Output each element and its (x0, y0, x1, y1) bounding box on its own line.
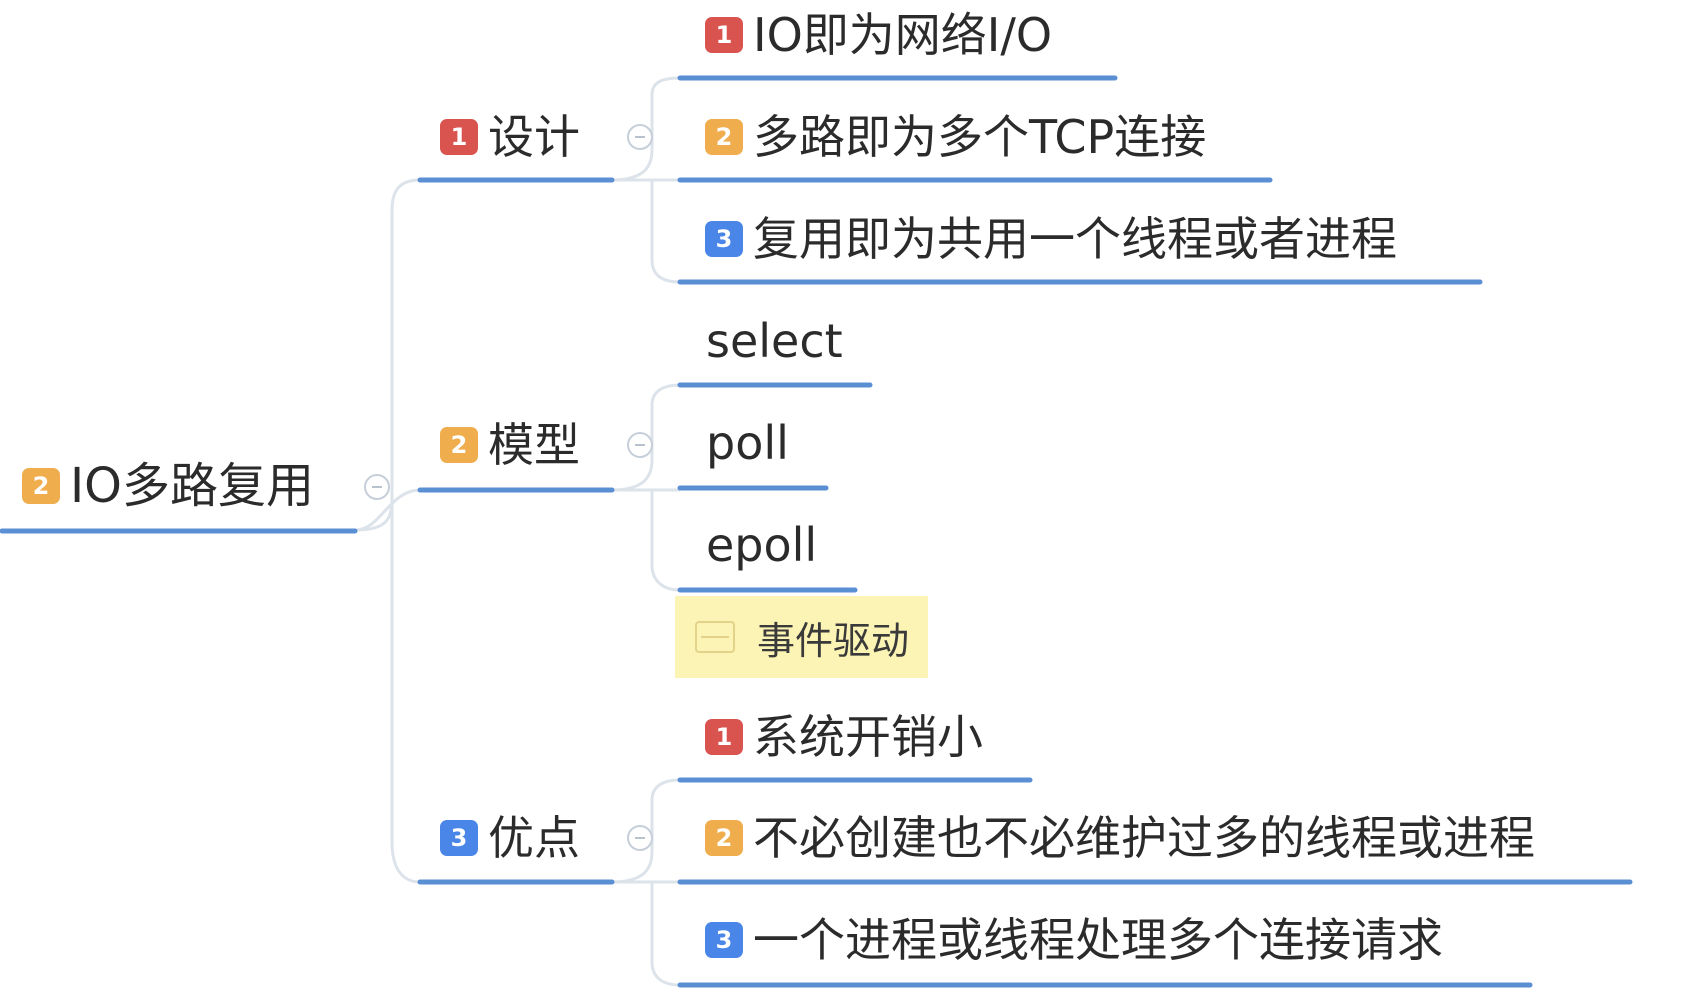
priority-badge: 2 (705, 119, 743, 155)
note-event-driven[interactable]: 事件驱动 (675, 596, 928, 678)
node-underlines (0, 75, 1633, 988)
topic-label: 复用即为共用一个线程或者进程 (753, 212, 1397, 266)
priority-badge: 2 (440, 427, 478, 463)
priority-badge: 2 (705, 820, 743, 856)
note-icon (695, 621, 735, 653)
connector-root-trunk (355, 178, 421, 884)
priority-badge: 1 (705, 17, 743, 53)
topic-label: 系统开销小 (753, 710, 983, 764)
priority-badge: 1 (440, 119, 478, 155)
connector-branch-advantages (611, 778, 681, 987)
collapse-icon[interactable] (627, 825, 653, 851)
branch-label: 优点 (488, 811, 580, 865)
branch-model[interactable]: 2 模型 (440, 422, 580, 468)
model-item-epoll[interactable]: epoll (706, 522, 817, 568)
collapse-icon[interactable] (627, 432, 653, 458)
design-item-3[interactable]: 3 复用即为共用一个线程或者进程 (705, 216, 1397, 262)
branch-design[interactable]: 1 设计 (440, 114, 580, 160)
connector-branch-model (611, 383, 681, 592)
note-text: 事件驱动 (757, 618, 910, 663)
model-item-select[interactable]: select (706, 318, 843, 364)
topic-label: epoll (706, 518, 818, 572)
priority-badge: 3 (705, 922, 743, 958)
priority-badge: 3 (440, 820, 478, 856)
topic-label: IO即为网络I/O (753, 8, 1053, 62)
advantage-item-3[interactable]: 3 一个进程或线程处理多个连接请求 (705, 917, 1443, 963)
priority-badge: 2 (22, 468, 60, 504)
collapse-icon[interactable] (364, 474, 390, 500)
topic-label: 多路即为多个TCP连接 (753, 110, 1207, 164)
priority-badge: 1 (705, 719, 743, 755)
topic-label: 不必创建也不必维护过多的线程或进程 (753, 811, 1535, 865)
model-item-poll[interactable]: poll (706, 420, 789, 466)
branch-label: 模型 (488, 418, 580, 472)
priority-badge: 3 (705, 221, 743, 257)
collapse-icon[interactable] (627, 124, 653, 150)
branch-advantages[interactable]: 3 优点 (440, 815, 580, 861)
topic-label: select (706, 314, 843, 368)
advantage-item-2[interactable]: 2 不必创建也不必维护过多的线程或进程 (705, 815, 1535, 861)
root-label: IO多路复用 (70, 458, 314, 514)
root-node[interactable]: 2 IO多路复用 (22, 462, 314, 510)
connector-branch-design (611, 76, 681, 284)
branch-label: 设计 (488, 110, 580, 164)
advantage-item-1[interactable]: 1 系统开销小 (705, 714, 983, 760)
topic-label: 一个进程或线程处理多个连接请求 (753, 913, 1443, 967)
topic-label: poll (706, 416, 789, 470)
design-item-2[interactable]: 2 多路即为多个TCP连接 (705, 114, 1206, 160)
design-item-1[interactable]: 1 IO即为网络I/O (705, 12, 1052, 58)
